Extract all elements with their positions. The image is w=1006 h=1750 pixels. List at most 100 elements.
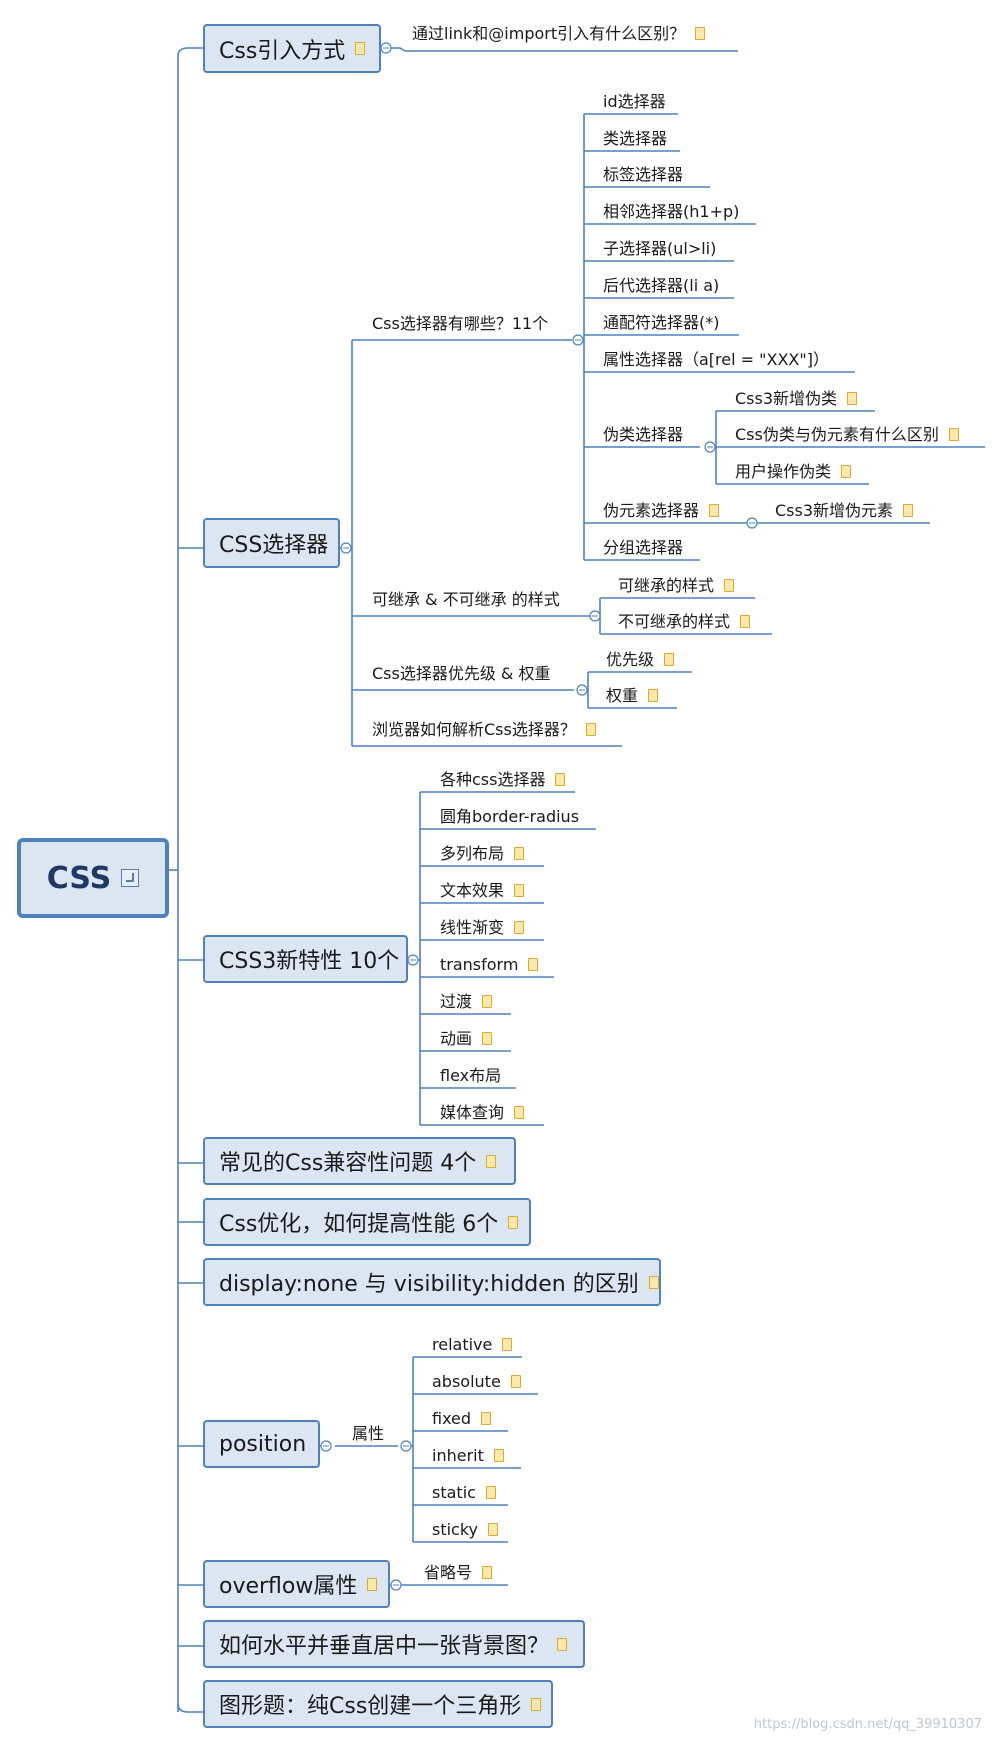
position-item[interactable]: static [432, 1483, 496, 1503]
pseudo-class-item[interactable]: 用户操作伪类 [735, 462, 852, 482]
selector-item[interactable]: 伪元素选择器 [603, 501, 720, 521]
css3-item[interactable]: 文本效果 [440, 881, 525, 901]
note-icon [528, 958, 539, 971]
topic-label: 如何水平并垂直居中一张背景图？ [219, 1634, 550, 1659]
topic-label: overflow属性 [219, 1574, 358, 1599]
position-item[interactable]: absolute [432, 1372, 521, 1392]
topic-label: position [219, 1431, 307, 1457]
group-parse[interactable]: 浏览器如何解析Css选择器？ [372, 720, 596, 740]
note-icon [948, 428, 959, 441]
pseudo-class-item[interactable]: Css伪类与伪元素有什么区别 [735, 425, 959, 445]
note-icon [367, 1577, 378, 1591]
note-icon [121, 869, 140, 887]
css3-item[interactable]: 媒体查询 [440, 1103, 525, 1123]
topic-overflow[interactable]: overflow属性 [203, 1560, 390, 1608]
css3-item[interactable]: transform [440, 955, 539, 975]
position-item[interactable]: inherit [432, 1446, 504, 1466]
overflow-item[interactable]: 省略号 [424, 1563, 493, 1583]
root-label: CSS [46, 860, 112, 896]
selector-item[interactable]: 子选择器(ul>li) [603, 239, 717, 258]
note-icon [585, 723, 596, 736]
position-item[interactable]: sticky [432, 1520, 499, 1540]
css3-item[interactable]: 多列布局 [440, 844, 525, 864]
selector-item[interactable]: id选择器 [603, 92, 666, 111]
css3-item[interactable]: 线性渐变 [440, 918, 525, 938]
topic-css-optimization[interactable]: Css优化，如何提高性能 6个 [203, 1198, 531, 1246]
topic-label: 图形题：纯Css创建一个三角形 [219, 1694, 522, 1719]
selector-item[interactable]: 后代选择器(li a) [603, 276, 720, 295]
selector-item[interactable]: 类选择器 [603, 129, 668, 148]
note-icon [482, 1032, 493, 1045]
css3-item[interactable]: 圆角border-radius [440, 807, 580, 826]
selector-item[interactable]: 分组选择器 [603, 538, 684, 557]
group-priority[interactable]: Css选择器优先级 & 权重 [372, 664, 551, 683]
root-node[interactable]: CSS [17, 838, 169, 918]
note-icon [502, 1338, 513, 1351]
note-icon [514, 921, 525, 934]
topic-display-visibility[interactable]: display:none 与 visibility:hidden 的区别 [203, 1258, 661, 1306]
note-icon [514, 884, 525, 897]
note-icon [482, 995, 493, 1008]
selector-item[interactable]: 伪类选择器 [603, 425, 684, 444]
note-icon [510, 1375, 521, 1388]
selector-item[interactable]: 标签选择器 [603, 165, 684, 184]
note-icon [493, 1449, 504, 1462]
note-icon [486, 1154, 497, 1168]
note-icon [724, 579, 735, 592]
position-item[interactable]: relative [432, 1335, 513, 1355]
topic-label: Css引入方式 [219, 38, 346, 64]
note-icon [508, 1215, 519, 1229]
note-icon [557, 1637, 568, 1651]
topic-css-triangle[interactable]: 图形题：纯Css创建一个三角形 [203, 1680, 553, 1728]
inherit-item[interactable]: 不可继承的样式 [618, 612, 751, 632]
selector-item[interactable]: 相邻选择器(h1+p) [603, 202, 740, 221]
topic-label: CSS3新特性 10个 [219, 949, 400, 974]
note-icon [514, 1106, 525, 1119]
css3-item[interactable]: 过渡 [440, 992, 493, 1012]
note-icon [648, 1275, 659, 1289]
priority-item[interactable]: 优先级 [606, 650, 675, 670]
topic-css3-features[interactable]: CSS3新特性 10个 [203, 935, 408, 983]
inherit-item[interactable]: 可继承的样式 [618, 576, 735, 596]
pseudo-element-item[interactable]: Css3新增伪元素 [775, 501, 914, 521]
topic-center-background[interactable]: 如何水平并垂直居中一张背景图？ [203, 1620, 585, 1668]
topic-css-import[interactable]: Css引入方式 [203, 24, 381, 73]
note-icon [355, 42, 366, 55]
priority-item[interactable]: 权重 [606, 686, 659, 706]
note-icon [482, 1566, 493, 1579]
note-icon [488, 1523, 499, 1536]
note-icon [847, 392, 858, 405]
note-icon [695, 27, 706, 40]
css3-item[interactable]: flex布局 [440, 1066, 502, 1085]
topic-position[interactable]: position [203, 1420, 320, 1468]
note-icon [648, 689, 659, 702]
group-which-selectors[interactable]: Css选择器有哪些？11个 [372, 314, 549, 333]
note-icon [740, 615, 751, 628]
note-icon [709, 504, 720, 517]
note-icon [485, 1486, 496, 1499]
note-icon [514, 847, 525, 860]
note-icon [903, 504, 914, 517]
note-icon [531, 1697, 542, 1711]
group-inherit[interactable]: 可继承 & 不可继承 的样式 [372, 590, 560, 609]
position-group-label[interactable]: 属性 [352, 1424, 385, 1443]
pseudo-class-item[interactable]: Css3新增伪类 [735, 389, 858, 409]
topic-label: CSS选择器 [219, 533, 329, 558]
selector-item[interactable]: 通配符选择器(*) [603, 313, 720, 332]
css3-item[interactable]: 各种css选择器 [440, 770, 566, 790]
topic-css-selectors[interactable]: CSS选择器 [203, 518, 340, 568]
css3-item[interactable]: 动画 [440, 1029, 493, 1049]
position-item[interactable]: fixed [432, 1409, 492, 1429]
topic-compat-issues[interactable]: 常见的Css兼容性问题 4个 [203, 1137, 516, 1185]
topic-label: 常见的Css兼容性问题 4个 [219, 1151, 477, 1176]
note-icon [555, 773, 566, 786]
selector-item[interactable]: 属性选择器（a[rel = "XXX"]） [603, 350, 829, 369]
watermark: https://blog.csdn.net/qq_39910307 [753, 1717, 982, 1732]
note-icon [664, 653, 675, 666]
topic-label: Css优化，如何提高性能 6个 [219, 1212, 499, 1237]
note-icon [481, 1412, 492, 1425]
topic-label: display:none 与 visibility:hidden 的区别 [219, 1272, 639, 1297]
note-icon [841, 465, 852, 478]
leaf-import-question[interactable]: 通过link和@import引入有什么区别？ [412, 24, 706, 44]
